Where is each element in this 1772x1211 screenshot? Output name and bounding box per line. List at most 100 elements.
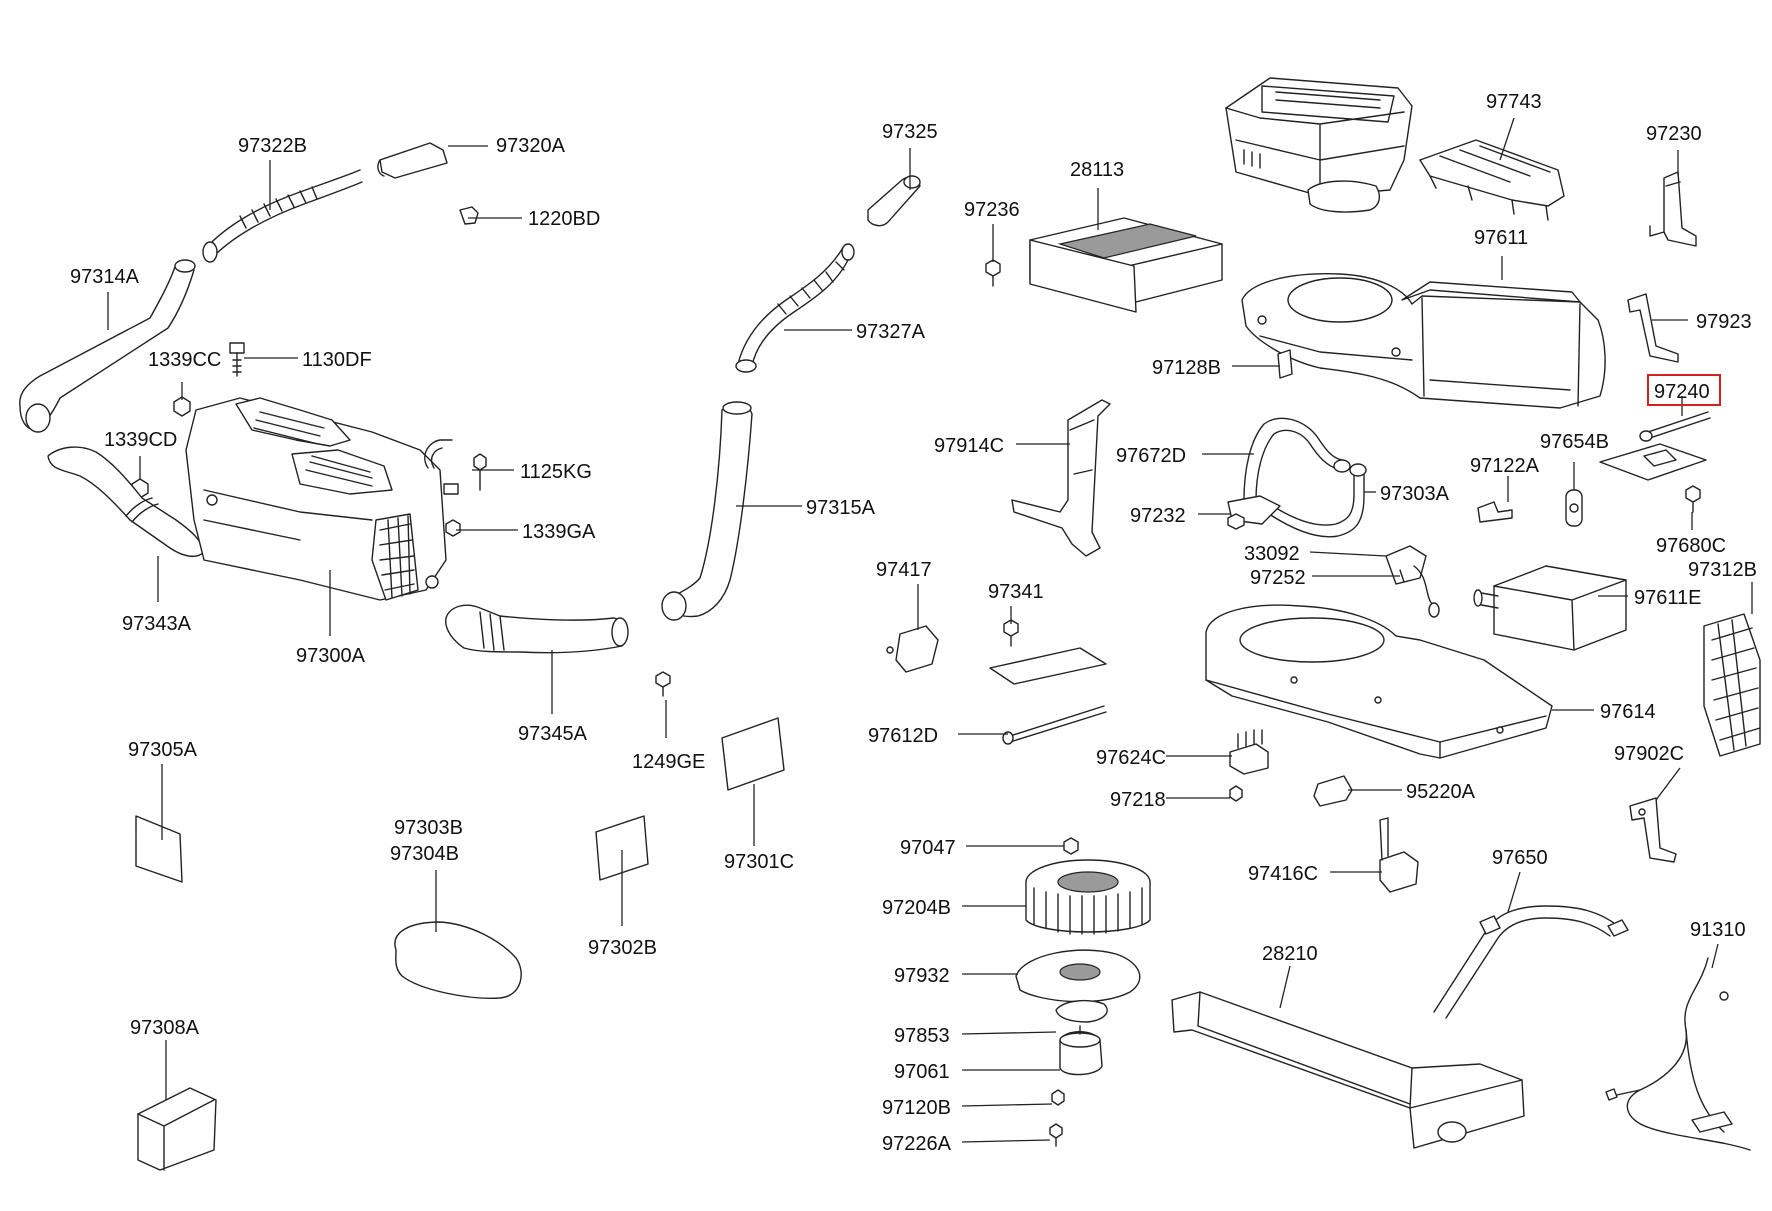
part-97232-clip [1227,513,1245,530]
part-97128b-clip [1277,349,1293,379]
part-97218-screw [1229,785,1243,802]
label-97322b: 97322B [238,135,307,157]
label-97312b: 97312B [1688,559,1757,581]
label-97614: 97614 [1600,701,1656,723]
label-97308a: 97308A [130,1017,200,1039]
part-1220bd-clip [459,206,479,225]
label-97304b: 97304B [390,843,459,865]
label-97300a: 97300A [296,645,366,667]
part-97236-screw [985,259,1001,287]
part-97061-motor [1059,1025,1103,1076]
part-97315a-duct [661,401,753,621]
label-97320a: 97320A [496,135,566,157]
label-97325: 97325 [882,121,938,143]
label-1125kg: 1125KG [520,461,592,483]
label-97743: 97743 [1486,91,1542,113]
part-97230-bracket [1649,171,1697,247]
label-97302b: 97302B [588,937,657,959]
label-97314a: 97314A [70,266,140,288]
part-97204b-fan [1025,859,1151,935]
part-97327a-hose [735,243,855,373]
label-97611: 97611 [1474,227,1528,249]
label-97624c: 97624C [1096,747,1166,769]
part-97417-sensor [886,625,939,673]
label-97315a: 97315A [806,497,876,519]
part-97322b-corrugated-hose [202,169,363,263]
label-1339cc: 1339CC [148,349,221,371]
label-97303b: 97303B [394,817,463,839]
label-97923: 97923 [1696,311,1752,333]
label-97672d: 97672D [1116,445,1186,467]
label-97120b: 97120B [882,1097,951,1119]
label-97680c: 97680C [1656,535,1726,557]
part-97680c-plate [1599,443,1707,513]
label-97232: 97232 [1130,505,1186,527]
label-97853: 97853 [894,1025,950,1047]
part-97923-bracket [1627,293,1679,363]
label-1339cd: 1339CD [104,429,177,451]
label-1130df: 1130DF [302,349,372,371]
label-1249ge: 1249GE [632,751,705,773]
part-97120b-screw [1051,1089,1065,1106]
part-97902c-bracket [1629,797,1677,863]
part-28113-filter [1029,217,1223,313]
highlight-box-97240 [1647,374,1721,406]
part-97614-lower-case [1205,604,1553,759]
part-97300a-unit [185,397,447,601]
part-97240-rod [1639,411,1711,442]
label-97417: 97417 [876,559,932,581]
part-97122a-clip [1477,501,1513,523]
label-97303a: 97303A [1380,483,1450,505]
part-91310-harness [1605,957,1751,1151]
part-labels: 97322B 97320A 1220BD 97314A 1339CC 1130D… [70,91,1757,1155]
label-97301c: 97301C [724,851,794,873]
part-97624c-resistor [1229,729,1269,775]
label-28210: 28210 [1262,943,1318,965]
part-97302b-pad [595,815,649,881]
label-97416c: 97416C [1248,863,1318,885]
leader-lines [107,117,1753,1143]
label-97902c: 97902C [1614,743,1684,765]
part-97303b-shield [394,921,522,999]
part-97743-housing [1225,77,1413,213]
part-97416c-sensor [1379,817,1419,893]
part-97853-gasket [1055,999,1108,1023]
label-28113: 28113 [1070,159,1124,181]
part-97341-pad [989,619,1107,685]
label-97612d: 97612D [868,725,938,747]
part-97650-tube [1433,905,1629,1019]
label-95220a: 95220A [1406,781,1476,803]
label-97914c: 97914C [934,435,1004,457]
part-97612d-tie [1002,705,1107,745]
label-97650: 97650 [1492,847,1548,869]
part-1339ga-nut [445,519,461,537]
label-91310: 91310 [1690,919,1746,941]
part-97047-nut [1063,837,1079,855]
label-97061: 97061 [894,1061,950,1083]
label-97341: 97341 [988,581,1044,603]
label-97327a: 97327A [856,321,926,343]
part-95220a-actuator [1313,775,1353,807]
label-97226a: 97226A [882,1133,952,1155]
part-97914c-bracket [1011,399,1111,557]
part-97345a-hose [445,604,629,654]
part-97611-blower-case [1241,273,1606,409]
part-97226a-screw [1049,1123,1063,1147]
part-97325-duct [867,175,921,227]
part-97308a-box [137,1087,217,1171]
label-97654b: 97654B [1540,431,1609,453]
label-97240: 97240 [1654,381,1710,403]
part-1249ge-screw [655,671,671,697]
label-97236: 97236 [964,199,1020,221]
label-97128b: 97128B [1152,357,1221,379]
part-33092-sensor [1385,545,1440,618]
part-97320a-duct-tip [377,142,448,179]
part-97654b-grommet [1565,489,1583,527]
part-1125kg-fitting [424,439,487,495]
label-1339ga: 1339GA [522,521,596,543]
part-97314a-hose [19,259,196,433]
label-1220bd: 1220BD [528,208,600,230]
label-97122a: 97122A [1470,455,1540,477]
label-97305a: 97305A [128,739,198,761]
